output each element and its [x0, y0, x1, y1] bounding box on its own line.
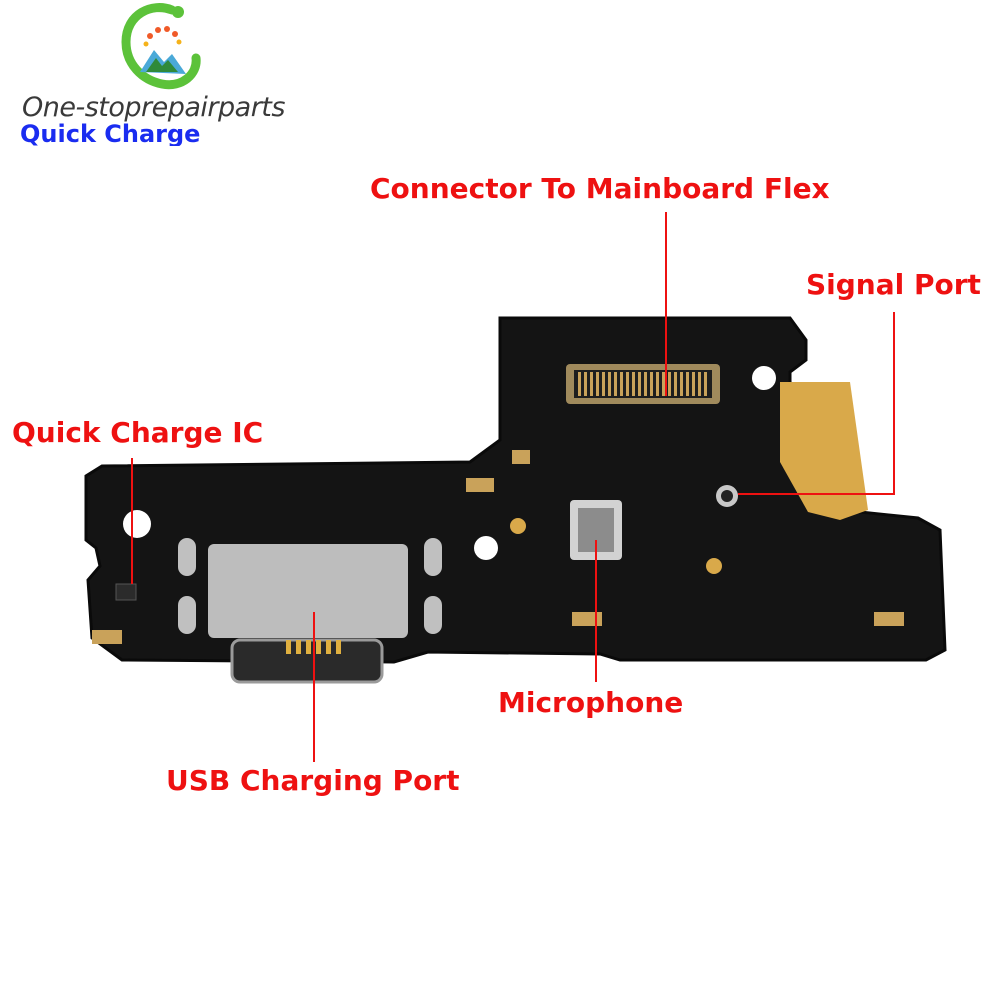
quick-charge-chip: [115, 583, 137, 601]
flex-connector-pins: [578, 372, 707, 396]
contact-clip: [466, 478, 494, 492]
callout-microphone-label: Microphone: [498, 686, 684, 719]
callout-quick-charge-ic-label: Quick Charge IC: [12, 416, 264, 449]
contact-clip: [512, 450, 530, 464]
connector-pin: [692, 372, 695, 396]
connector-pin: [674, 372, 677, 396]
gold-shield-pad: [780, 382, 868, 520]
usb-contact: [326, 640, 331, 654]
brand-logo-icon: [121, 3, 201, 90]
signal-antenna-port: [716, 485, 738, 507]
solder-pad: [178, 596, 196, 634]
connector-pin: [668, 372, 671, 396]
brand-name: One-stoprepairparts: [22, 92, 285, 123]
connector-pin: [650, 372, 653, 396]
solder-pad: [424, 596, 442, 634]
connector-pin: [620, 372, 623, 396]
flex-connector: [566, 364, 720, 404]
connector-pin: [608, 372, 611, 396]
connector-pin: [698, 372, 701, 396]
connector-pin: [578, 372, 581, 396]
contact-clip: [92, 630, 122, 644]
connector-pin: [626, 372, 629, 396]
usb-contact: [336, 640, 341, 654]
gold-dot: [706, 558, 722, 574]
callout-signal-label: Signal Port: [806, 268, 981, 301]
connector-pin: [680, 372, 683, 396]
connector-pin: [662, 372, 665, 396]
contact-clip: [572, 612, 602, 626]
usb-contact: [286, 640, 291, 654]
mount-hole: [752, 366, 776, 390]
connector-pin: [704, 372, 707, 396]
usb-contact: [316, 640, 321, 654]
connector-pin: [644, 372, 647, 396]
mount-hole: [474, 536, 498, 560]
usb-c-gold-contacts: [286, 640, 341, 654]
solder-pad: [424, 538, 442, 576]
callout-connector-label: Connector To Mainboard Flex: [370, 172, 830, 205]
connector-pin: [656, 372, 659, 396]
contact-clip: [874, 612, 904, 626]
connector-pin: [686, 372, 689, 396]
callout-signal-line: [738, 312, 895, 495]
callout-usb-label: USB Charging Port: [166, 764, 460, 797]
connector-pin: [584, 372, 587, 396]
brand-tagline: Quick Charge: [20, 120, 201, 146]
connector-pin: [632, 372, 635, 396]
usb-contact: [296, 640, 301, 654]
connector-pin: [638, 372, 641, 396]
connector-pin: [590, 372, 593, 396]
mount-hole: [123, 510, 151, 538]
usb-contact: [306, 640, 311, 654]
usb-c-port: [208, 544, 408, 684]
gold-dot: [510, 518, 526, 534]
connector-pin: [596, 372, 599, 396]
connector-pin: [602, 372, 605, 396]
solder-pad: [178, 538, 196, 576]
connector-pin: [614, 372, 617, 396]
